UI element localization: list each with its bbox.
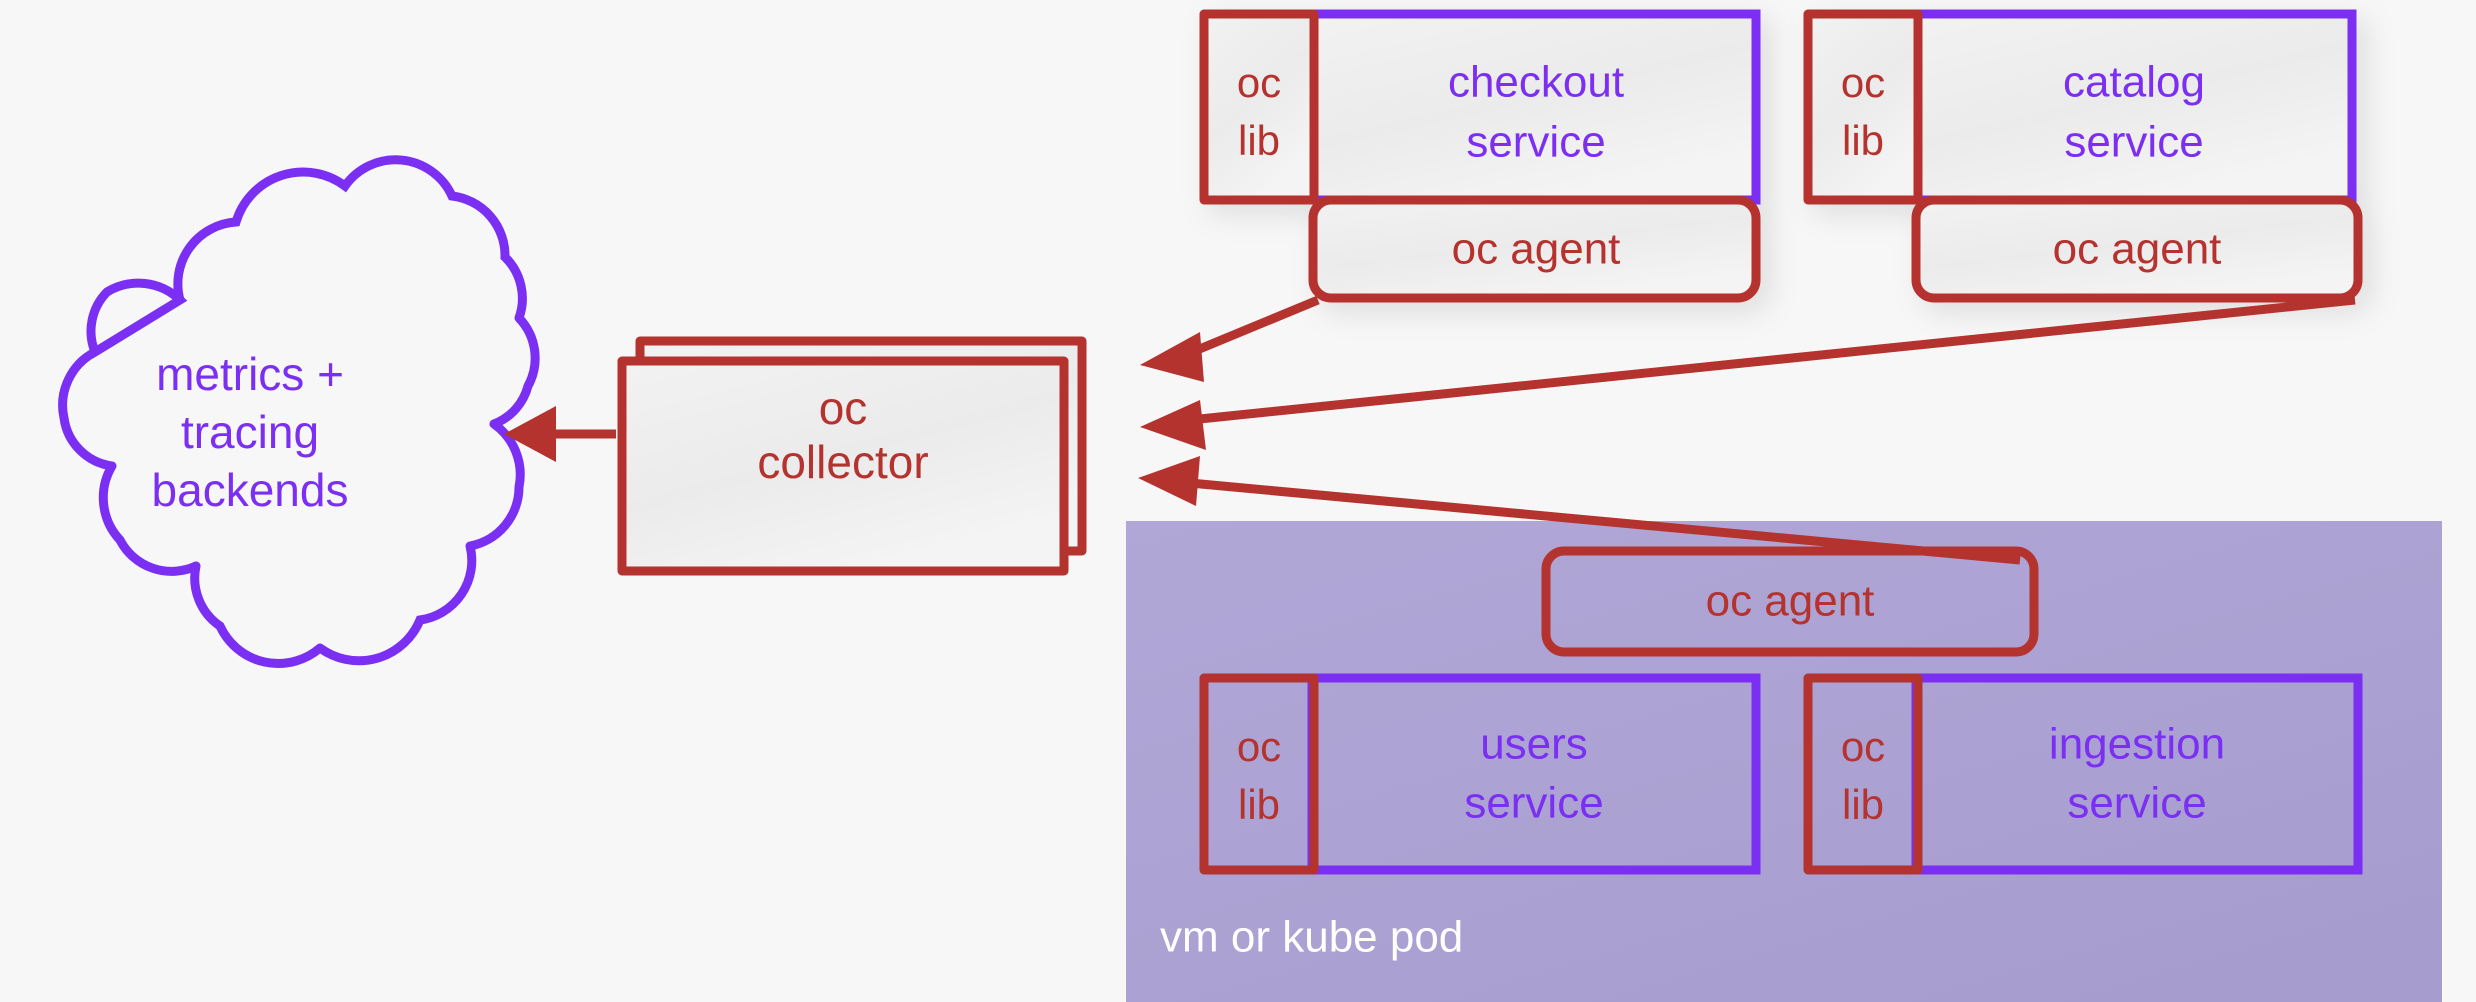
- arrow-collector-to-backends: [504, 406, 616, 462]
- checkout-service-title-2: service: [1466, 118, 1605, 167]
- catalog-oc-agent-fill: [1916, 200, 2358, 298]
- users-service-title-1: users: [1480, 720, 1588, 769]
- arrow-checkout-head: [1140, 332, 1204, 382]
- catalog-oc-agent-label: oc agent: [2053, 225, 2222, 274]
- checkout-oc-agent-fill: [1313, 200, 1756, 298]
- checkout-oc-lib-box: [1199, 9, 1319, 205]
- arrow-checkout-agent-to-collector: [1140, 295, 1320, 382]
- pod-oc-agent[interactable]: oc agent: [1541, 546, 2039, 657]
- arrow-catalog-head: [1140, 400, 1206, 450]
- checkout-oc-lib-fill: [1204, 14, 1314, 200]
- pod-background: [1126, 521, 2442, 1002]
- ingestion-oc-lib-box: [1803, 673, 1923, 875]
- collector-line-1: oc: [819, 382, 868, 434]
- collector-front-box-fill: [622, 361, 1064, 571]
- users-service-title-2: service: [1464, 779, 1603, 828]
- checkout-oc-agent-box: [1308, 195, 1761, 303]
- arrow-pod-head: [1138, 456, 1200, 506]
- ingestion-service-title-2: service: [2067, 779, 2206, 828]
- checkout-oc-lib-line-1: oc: [1237, 59, 1281, 106]
- arrow-catalog-line: [1189, 295, 2356, 425]
- collector-front-box: [617, 356, 1069, 576]
- vm-or-kube-pod-region: vm or kube pod: [1126, 521, 2442, 1002]
- arrow-pod-agent-to-collector: [1138, 456, 2021, 565]
- users-oc-lib-line-2: lib: [1238, 781, 1280, 828]
- ingestion-service-title-1: ingestion: [2049, 720, 2225, 769]
- collector-line-2: collector: [757, 436, 928, 488]
- pod-oc-agent-label: oc agent: [1706, 577, 1875, 626]
- catalog-oc-lib-line-2: lib: [1842, 117, 1884, 164]
- catalog-oc-agent-box: [1911, 195, 2363, 303]
- cloud-outline: [58, 155, 540, 668]
- checkout-oc-lib-line-2: lib: [1238, 117, 1280, 164]
- oc-collector[interactable]: oc collector: [617, 336, 1087, 576]
- users-service-group[interactable]: users service oc lib: [1199, 673, 1761, 875]
- pod-label: vm or kube pod: [1160, 913, 1463, 962]
- catalog-service-group[interactable]: catalog service oc lib oc agent: [1803, 9, 2363, 303]
- ingestion-oc-lib-line-2: lib: [1842, 781, 1884, 828]
- ingestion-oc-lib-line-1: oc: [1841, 723, 1885, 770]
- catalog-oc-lib-fill: [1808, 14, 1918, 200]
- catalog-oc-lib-line-1: oc: [1841, 59, 1885, 106]
- arrow-pod-line: [1189, 478, 2021, 565]
- catalog-service-title-2: service: [2064, 118, 2203, 167]
- metrics-tracing-backends-cloud: metrics + tracing backends: [58, 155, 540, 668]
- checkout-oc-agent-label: oc agent: [1452, 225, 1621, 274]
- catalog-oc-lib-box: [1803, 9, 1923, 205]
- cloud-line-2: tracing: [181, 406, 319, 458]
- checkout-service-title-1: checkout: [1448, 58, 1624, 107]
- ingestion-service-group[interactable]: ingestion service oc lib: [1803, 673, 2363, 875]
- checkout-service-fill: [1313, 14, 1756, 200]
- checkout-service-group[interactable]: checkout service oc lib oc agent: [1199, 9, 1761, 303]
- arrow-checkout-line: [1183, 295, 1320, 360]
- cloud-line-3: backends: [152, 464, 349, 516]
- arrow-catalog-agent-to-collector: [1140, 295, 2356, 450]
- arrow-collector-to-backends-head: [504, 406, 556, 462]
- users-oc-lib-box: [1199, 673, 1319, 875]
- catalog-service-fill: [1916, 14, 2352, 200]
- catalog-service-title-1: catalog: [2063, 58, 2205, 107]
- pod-oc-agent-box: [1541, 546, 2039, 657]
- users-oc-lib-line-1: oc: [1237, 723, 1281, 770]
- cloud-line-1: metrics +: [156, 348, 344, 400]
